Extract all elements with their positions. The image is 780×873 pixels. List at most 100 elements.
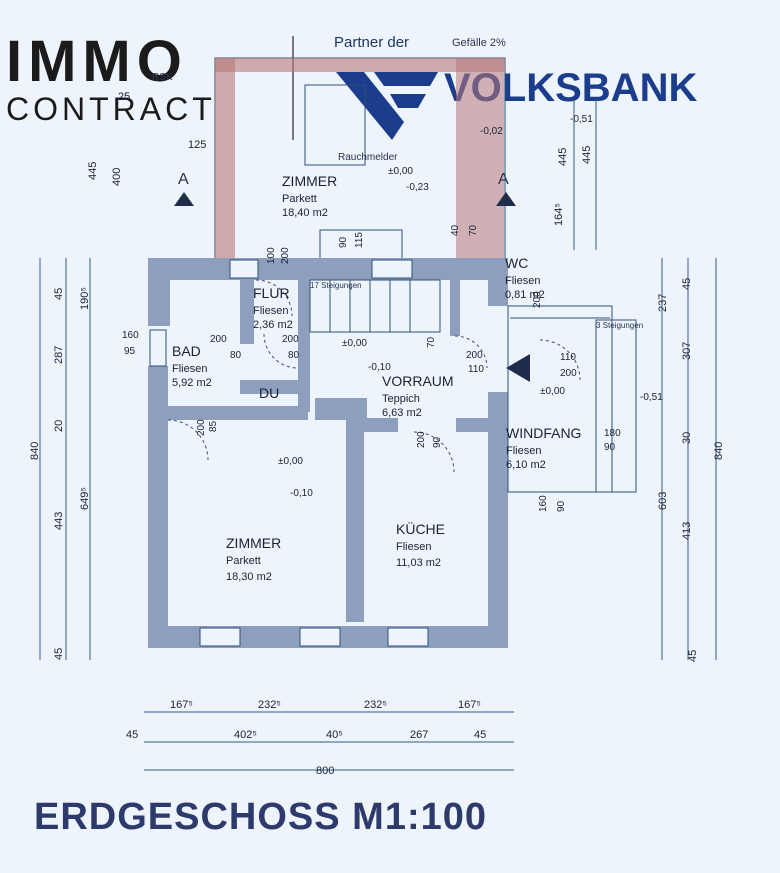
dim-opening: 85 — [208, 420, 219, 432]
dim-left: 840 — [29, 442, 41, 460]
dim-opening: 200 — [532, 291, 543, 308]
dim-opening: 115 — [354, 232, 365, 248]
room-name-flur: FLUR — [253, 285, 290, 301]
upper-extension — [214, 57, 506, 265]
level-label: -0,51 — [640, 392, 663, 403]
dim-opening: 200 — [466, 350, 483, 361]
dim-left: 443 — [53, 512, 65, 530]
dim-opening: 90 — [432, 436, 443, 448]
dim-left: 287 — [53, 346, 65, 364]
annotation-an-gef: Gefälle 2% — [452, 37, 506, 49]
dim-top: 400 — [111, 168, 123, 186]
dim-top: 445 — [557, 148, 569, 166]
windows — [149, 259, 429, 647]
room-floor-bad: Fliesen — [172, 363, 207, 375]
dim-top: 445 — [581, 146, 593, 164]
dim-opening: 200 — [196, 419, 207, 436]
annotation-an-rauch: Rauchmelder — [338, 152, 398, 163]
plan-title: ERDGESCHOSS M1:100 — [34, 796, 488, 838]
walls — [148, 258, 508, 648]
annotation-an-rsk: RSK — [152, 72, 173, 83]
level-labels: ±0,00 -0,23 ±0,00 -0,10 ±0,00 -0,51 ±0,0… — [278, 114, 663, 499]
dim-right: 413 — [681, 522, 693, 540]
stair — [309, 279, 441, 333]
dim-right: 307 — [681, 342, 693, 360]
dim-bottom-row1: 167⁵ — [458, 699, 481, 711]
dim-bottom-row1: 232⁵ — [258, 699, 281, 711]
room-name-zimmer-unten: ZIMMER — [226, 535, 281, 551]
doors — [167, 279, 581, 473]
room-floor-wc: Fliesen — [505, 275, 540, 287]
room-name-windfang: WINDFANG — [506, 425, 581, 441]
dim-bottom-row2: 45 — [474, 729, 486, 741]
room-floor-windfang: Fliesen — [506, 445, 541, 457]
room-area-windfang: 6,10 m2 — [506, 459, 546, 471]
room-name-du: DU — [259, 385, 279, 401]
dim-opening: 160 — [538, 495, 549, 512]
dim-top: 25 — [118, 91, 130, 103]
dim-right: 45 — [681, 278, 693, 290]
dim-opening: 200 — [210, 334, 227, 345]
room-area-wc: 0,81 m2 — [505, 289, 545, 301]
dim-top: 125 — [188, 139, 206, 151]
dim-left: 190⁵ — [79, 287, 91, 310]
room-floor-zimmer-oben: Parkett — [282, 193, 317, 205]
dim-opening: 200 — [282, 334, 299, 345]
annotation-an-st1: 17 Steigungen — [310, 281, 362, 290]
room-name-bad: BAD — [172, 343, 201, 359]
annotation-an-secA: A — [178, 171, 189, 188]
room-floor-vorraum: Teppich — [382, 393, 420, 405]
room-labels: ZIMMER Parkett 18,40 m2 FLUR Fliesen 2,3… — [172, 173, 581, 583]
dim-right: 30 — [681, 432, 693, 444]
partner-text: Partner der — [334, 34, 410, 51]
dim-opening: 70 — [426, 336, 437, 348]
dim-bottom-total: 800 — [316, 765, 334, 777]
annotation-labels: Gefälle 2% Rauchmelder RSK 17 Steigungen… — [152, 37, 643, 330]
dim-opening: 90 — [338, 236, 349, 248]
room-floor-kueche: Fliesen — [396, 541, 431, 553]
level-label: -0,10 — [290, 488, 313, 499]
dim-opening: 80 — [288, 350, 300, 361]
level-label: ±0,00 — [540, 386, 565, 397]
dim-bottom-row2: 267 — [410, 729, 428, 741]
room-name-kueche: KÜCHE — [396, 520, 445, 537]
dim-right: 603 — [657, 492, 669, 510]
room-area-zimmer-oben: 18,40 m2 — [282, 207, 328, 219]
dim-opening: 70 — [468, 224, 479, 236]
dim-left: 649⁵ — [79, 487, 91, 510]
dim-bottom-row1: 232⁵ — [364, 699, 387, 711]
dim-bottom-row2: 40⁵ — [326, 729, 343, 741]
dim-right: 840 — [713, 442, 725, 460]
level-label: ±0,00 — [342, 338, 367, 349]
section-markers — [174, 192, 530, 382]
dim-opening: 80 — [230, 350, 242, 361]
dim-opening: 200 — [416, 431, 427, 448]
logo-divider — [292, 36, 294, 140]
dim-opening: 110 — [468, 364, 484, 375]
dim-right: 45 — [687, 650, 699, 662]
annotation-an-secB: A — [498, 171, 509, 188]
immo-contract-logo: IMMO CONTRACT — [6, 33, 216, 127]
dim-bottom-row2: 402⁵ — [234, 729, 257, 741]
annotation-an-st2: 3 Steigungen — [596, 321, 643, 330]
dim-left: 20 — [53, 420, 65, 432]
dim-opening: 200 — [280, 247, 291, 264]
dim-left: 45 — [53, 648, 65, 660]
dim-right: 237 — [657, 294, 669, 312]
dim-top: 445 — [87, 162, 99, 180]
dim-bottom-row1: 167⁵ — [170, 699, 193, 711]
dim-opening: 110 — [560, 352, 576, 363]
level-label: -0,23 — [406, 182, 429, 193]
room-floor-flur: Fliesen — [253, 305, 288, 317]
logo-contract-text: CONTRACT — [6, 91, 216, 127]
dim-opening: 200 — [560, 368, 577, 379]
dim-opening: 95 — [124, 346, 136, 357]
dim-opening: 180 — [604, 428, 621, 439]
room-name-wc: WC — [505, 255, 528, 271]
level-label: -0,10 — [368, 362, 391, 373]
